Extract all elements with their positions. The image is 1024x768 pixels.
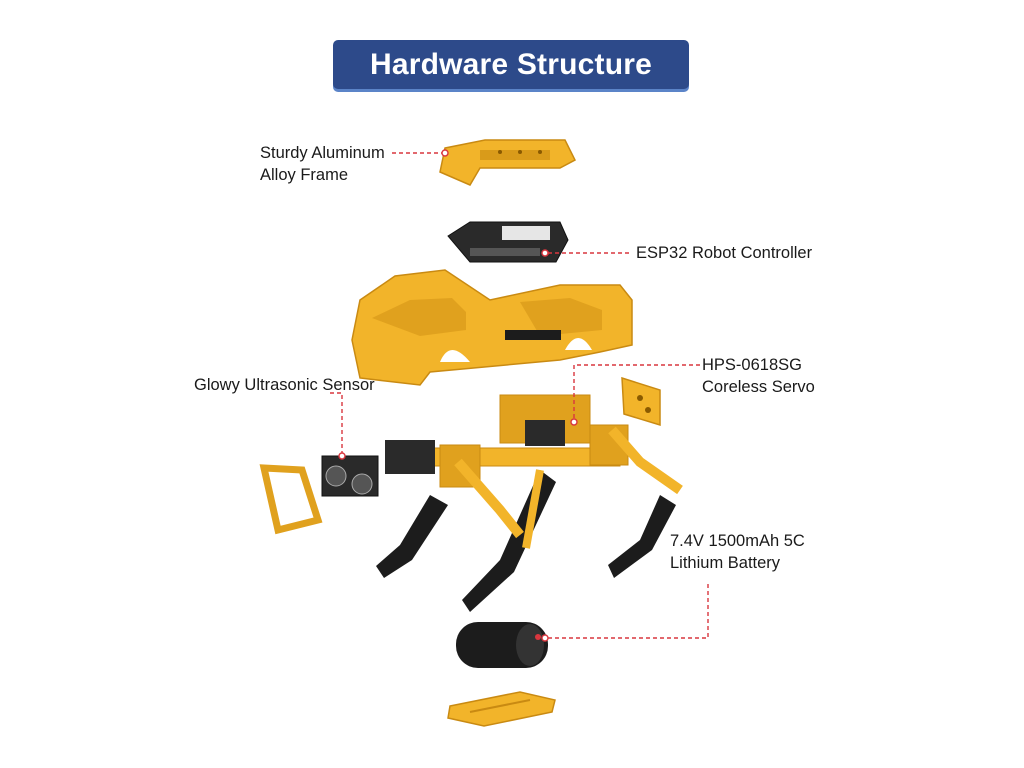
ultrasonic-sensor-part [259,455,379,535]
controller-label-line1: ESP32 Robot Controller [636,244,813,262]
frame-label: Sturdy Aluminum Alloy Frame [260,142,385,186]
servo-label: HPS-0618SG Coreless Servo [702,354,815,398]
frame-label-line1: Sturdy Aluminum [260,144,385,162]
esp32-board-part [447,221,569,263]
page-title: Hardware Structure [369,47,653,81]
body-frame-part [351,269,633,386]
frame-label-line2: Alloy Frame [260,166,349,184]
sensor-label: Glowy Ultrasonic Sensor [194,374,375,396]
battery-label-line1: 7.4V 1500mAh 5C [670,532,805,550]
battery-part [456,622,548,668]
callout-lines [330,152,709,639]
servo-mount-plate [621,376,661,427]
sensor-label-line1: Glowy Ultrasonic Sensor [194,376,375,394]
servo-label-line2: Coreless Servo [702,378,815,396]
title-banner: Hardware Structure [333,40,689,89]
controller-label: ESP32 Robot Controller [636,242,812,264]
leg-part [376,426,683,612]
battery-label-line2: Lithium Battery [670,554,781,572]
top-frame-part [439,139,576,186]
servo-part [385,394,629,488]
bottom-plate-part [447,691,556,727]
callout-dots [338,149,578,642]
battery-label: 7.4V 1500mAh 5C Lithium Battery [670,530,805,574]
servo-label-line1: HPS-0618SG [702,356,802,374]
